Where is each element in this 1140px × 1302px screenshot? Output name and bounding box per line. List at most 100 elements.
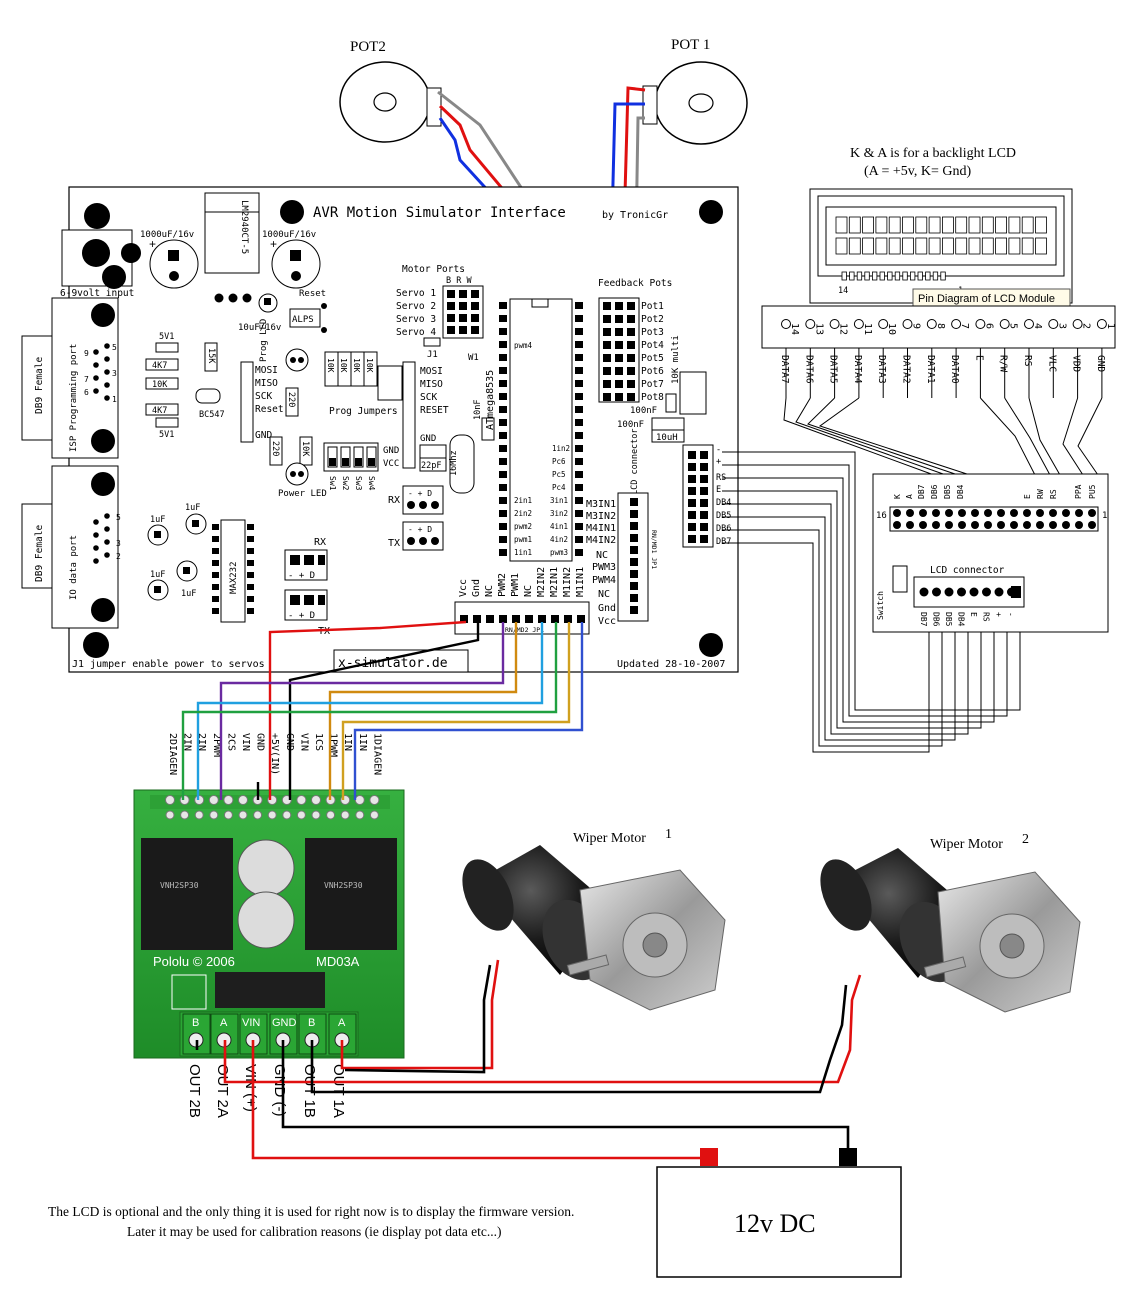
adapter-label: K — [893, 494, 902, 499]
svg-text:1in2: 1in2 — [552, 444, 570, 453]
r-4k7-b: 4K7 — [152, 406, 167, 416]
lcd-tooltip-text: Pin Diagram of LCD Module — [918, 293, 1055, 305]
isp2-sck: SCK — [420, 392, 437, 403]
svg-text:PWM2: PWM2 — [497, 573, 508, 597]
lcd-module-pin — [932, 271, 939, 281]
svg-text:RN/MD1 JP1: RN/MD1 JP1 — [650, 530, 658, 569]
driver-output-label: GND (-) — [271, 1064, 288, 1117]
svg-text:M3IN2: M3IN2 — [586, 511, 616, 522]
r-10k-b: 10K — [300, 441, 310, 457]
crystal-label: 16Mhz — [449, 450, 459, 476]
transistor — [195, 388, 221, 404]
mount-hole — [699, 633, 723, 657]
lcd-cell — [848, 237, 861, 255]
lcd-cell — [968, 216, 981, 234]
lcd-pin-hole — [975, 319, 986, 329]
lcd-module-pin — [894, 271, 901, 281]
svg-text:2in1: 2in1 — [514, 496, 532, 505]
lcd-cell — [915, 237, 928, 255]
battery-positive — [700, 1148, 718, 1166]
rx-header-label: RX — [314, 537, 326, 548]
driver-pin-label: 2CS — [225, 733, 236, 751]
driver-pad — [238, 795, 248, 805]
rx-small: RX — [388, 495, 400, 506]
bottom-header-labels: Vcc Gnd NC PWM2 PWM1 NC M2IN2 M2IN1 M1IN… — [458, 567, 586, 597]
board-lcd-connector-label: LCD connector — [630, 428, 640, 495]
note-line-1: The LCD is optional and the only thing i… — [48, 1204, 574, 1219]
reset-label: Reset — [299, 289, 326, 299]
lcd-pin-hole — [951, 319, 962, 329]
input-label: 6-9volt input — [60, 288, 134, 299]
svg-text:9: 9 — [84, 349, 89, 358]
r-4k7-a: 4K7 — [152, 361, 167, 371]
svg-text:Sw3: Sw3 — [354, 476, 363, 491]
svg-text:Pot4: Pot4 — [641, 340, 664, 351]
battery-box — [656, 1166, 902, 1278]
vcc-label: VCC — [383, 459, 399, 469]
j1-note: J1 jumper enable power to servos — [72, 659, 265, 670]
svg-text:Pc6: Pc6 — [552, 457, 566, 466]
lcd-cell — [995, 237, 1007, 255]
chip-text-left: VNH2SP30 — [160, 881, 199, 890]
lcd-cell — [915, 216, 928, 234]
svg-text:Sw4: Sw4 — [367, 476, 376, 491]
lcd-pin-number: 7 — [959, 323, 970, 329]
svg-text:NC: NC — [484, 585, 495, 597]
reset-switch — [289, 308, 321, 328]
lcd-pin-hole — [999, 319, 1010, 329]
lcd-pin-number: 2 — [1081, 323, 1092, 329]
adapter-pin — [1036, 509, 1044, 517]
lcd-module-pin — [887, 271, 893, 281]
lcd-module-pin — [872, 271, 878, 281]
driver-pin-label: VIN — [240, 733, 251, 751]
board-author: by TronicGr — [602, 210, 668, 221]
driver-pin-label: VIN — [298, 733, 309, 751]
cap-big-right — [271, 239, 321, 289]
lcd-pin-number: 14 — [789, 323, 800, 335]
lcd-cell — [848, 216, 861, 234]
output-wires — [195, 959, 862, 1160]
lcd-pin-name: DATA4 — [852, 355, 863, 384]
svg-text:M2IN1: M2IN1 — [549, 567, 560, 597]
lcd-pin-name: RS — [1022, 355, 1033, 367]
svg-text:DB6: DB6 — [716, 524, 731, 534]
lcd-pin-number: 13 — [813, 323, 824, 335]
jack-pin — [121, 243, 141, 263]
driver-mosfets — [215, 972, 325, 1008]
driver-pad — [311, 795, 321, 805]
driver-pin-label: 1IN — [357, 733, 368, 751]
svg-text:Pc4: Pc4 — [552, 483, 566, 492]
adapter-pin — [971, 521, 979, 529]
svg-text:DB4: DB4 — [716, 498, 731, 508]
svg-text:pwm4: pwm4 — [514, 341, 533, 350]
adapter-pin — [958, 509, 966, 517]
prog-led — [285, 348, 309, 372]
svg-text:Pot2: Pot2 — [641, 314, 664, 325]
servo-3-label: Servo 3 — [396, 314, 436, 325]
lcd-pin-hole — [781, 319, 791, 329]
power-led — [285, 462, 309, 486]
prog-led-label: Prog LED — [259, 319, 269, 362]
driver-pad — [180, 810, 190, 820]
terminal-label: A — [220, 1017, 228, 1029]
lcd-pin-hole — [1072, 319, 1083, 329]
svg-text:4in2: 4in2 — [550, 535, 568, 544]
lcd-pin-hole — [853, 319, 864, 329]
svg-text:- + D: - + D — [408, 525, 432, 534]
cap-small-label: 10uF/16v — [238, 323, 281, 333]
transistor-label: BC547 — [199, 410, 225, 420]
driver-output-label: OUT 1B — [301, 1064, 318, 1118]
driver-pad — [253, 810, 263, 820]
svg-text:1in1: 1in1 — [514, 548, 532, 557]
db9-bottom-label: DB9 Female — [34, 525, 45, 582]
mcu-atmega8535 — [509, 298, 573, 562]
lcd-pin-name: DATA6 — [803, 355, 814, 384]
lcd-cell — [981, 237, 994, 255]
adapter-pin — [906, 509, 914, 517]
lcd-cell — [942, 216, 954, 234]
motor1-label: Wiper Motor — [573, 831, 646, 846]
motor2-number: 2 — [1022, 832, 1029, 847]
lcd-pin-number: 11 — [862, 323, 873, 335]
svg-text:Sw1: Sw1 — [328, 476, 337, 491]
lcd-connector-pin — [932, 587, 941, 597]
